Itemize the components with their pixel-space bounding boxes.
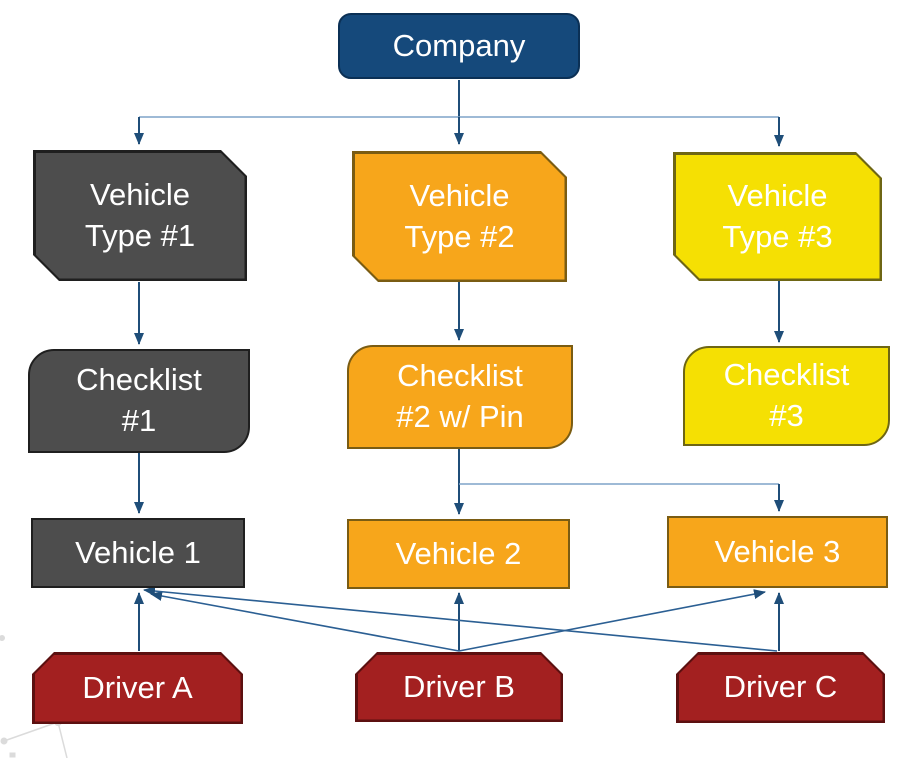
checklist-1-label: Checklist #1 [76, 362, 202, 438]
node-vehicle-type-2: Vehicle Type #2 [352, 151, 567, 282]
node-checklist-3: Checklist #3 [683, 346, 890, 446]
node-driver-b: Driver B [355, 652, 563, 722]
edge-driver-b-to-vehicle-1 [150, 591, 460, 652]
driver-a-fill [35, 655, 241, 722]
node-checklist-2: Checklist #2 w/ Pin [347, 345, 573, 449]
vehicle-type-2-fill [355, 154, 565, 280]
vehicle-type-2-label: Vehicle Type #2 [404, 177, 515, 254]
node-vehicle-1: Vehicle 1 [31, 518, 245, 588]
node-company: Company [338, 13, 580, 79]
vehicle-2-label: Vehicle 2 [395, 535, 522, 571]
edges-checklists-to-vehicles [134, 448, 784, 515]
checklist-3-label: Checklist #3 [723, 357, 850, 433]
decoration-dot [0, 635, 5, 641]
node-vehicle-3: Vehicle 3 [667, 516, 888, 588]
decoration-line [3, 721, 59, 742]
company-label: Company [392, 27, 526, 63]
vehicle-type-3-fill [676, 155, 880, 279]
driver-a-label: Driver A [82, 669, 193, 705]
node-vehicle-2: Vehicle 2 [347, 519, 570, 589]
driver-c-fill [679, 655, 883, 721]
driver-b-label: Driver B [403, 668, 515, 704]
node-vehicle-type-3: Vehicle Type #3 [673, 152, 882, 281]
edges-vehicle-types-to-checklists [134, 281, 784, 345]
vehicle-3-label: Vehicle 3 [714, 533, 841, 569]
node-driver-c: Driver C [676, 652, 885, 723]
checklist-2-label: Checklist #2 w/ Pin [396, 358, 524, 434]
edges-company-to-vehicle-types [134, 80, 784, 147]
driver-b-fill [358, 655, 561, 720]
decoration-dot [9, 752, 16, 758]
decoration-line [57, 721, 68, 758]
vehicle-1-label: Vehicle 1 [75, 534, 201, 570]
vehicle-type-1-fill [36, 153, 245, 279]
node-driver-a: Driver A [32, 652, 243, 724]
edges-drivers-to-vehicles [134, 586, 784, 652]
edge-driver-b-to-vehicle-3 [458, 589, 766, 652]
vehicle-type-1-label: Vehicle Type #1 [84, 176, 196, 253]
edge-driver-c-to-vehicle-1 [143, 586, 778, 652]
node-vehicle-type-1: Vehicle Type #1 [33, 150, 247, 281]
vehicle-type-3-label: Vehicle Type #3 [722, 177, 833, 254]
node-checklist-1: Checklist #1 [28, 349, 250, 453]
driver-c-label: Driver C [723, 669, 838, 705]
